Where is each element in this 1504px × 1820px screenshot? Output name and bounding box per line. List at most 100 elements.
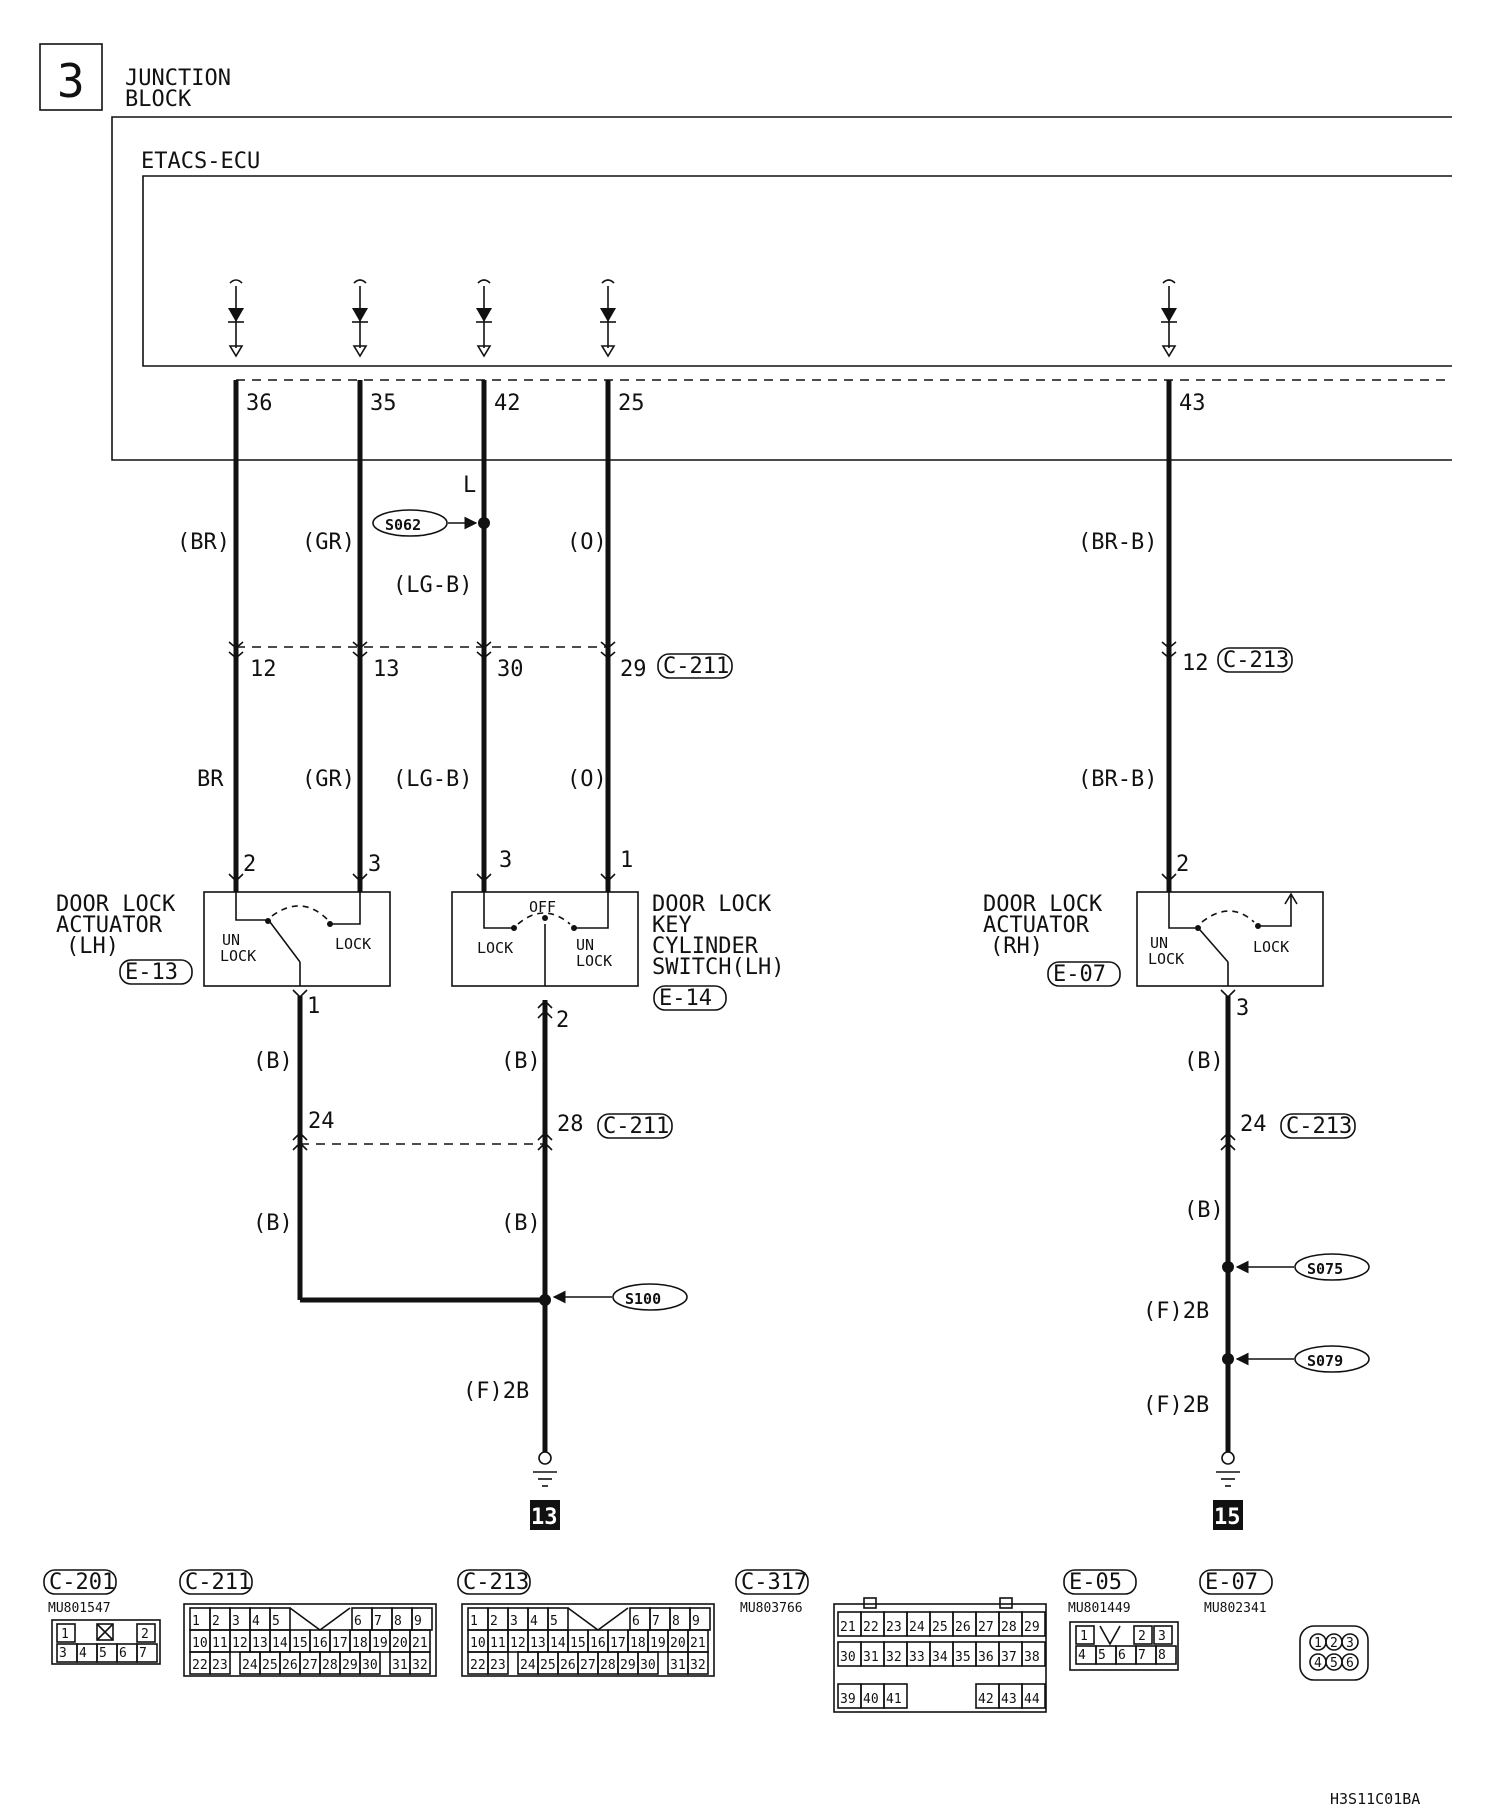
e05-pin-label: 4 (1078, 1648, 1086, 1663)
c211-pin-28: 28 (557, 1112, 584, 1137)
door-lock-actuator-lh: DOOR LOCK ACTUATOR (LH) E-13 2 3 UN LOCK… (56, 852, 391, 1019)
splice-s079-node (1222, 1353, 1234, 1365)
svg-text:MU803766: MU803766 (740, 1601, 803, 1616)
c213-pin-label: 22 (470, 1658, 486, 1673)
actuator-lh-pin-3: 3 (368, 852, 381, 877)
key-switch-off: OFF (529, 898, 556, 916)
c213-pin-label: 8 (672, 1614, 680, 1629)
junction-block-label-1: JUNCTION (125, 66, 231, 91)
ground-13-symbol (533, 1451, 557, 1487)
splice-s100-label: S100 (625, 1290, 661, 1308)
actuator-lh-title-3: (LH) (66, 934, 119, 959)
c211-pin-13: 13 (373, 657, 400, 682)
c211-pin-24: 24 (308, 1109, 335, 1134)
ground-point-15: 15 (1214, 1505, 1241, 1530)
splice-s075-node (1222, 1261, 1234, 1273)
key-switch-title-1: DOOR LOCK (652, 892, 772, 917)
c213-pin-label: 30 (640, 1658, 656, 1673)
c213-ref-upper: C-213 (1223, 648, 1289, 673)
e07-pin-label: 6 (1346, 1656, 1354, 1671)
c211-pin-label: 6 (354, 1614, 362, 1629)
c213-pin (637, 1651, 659, 1675)
component-terminal-marks (228, 873, 1177, 883)
c211-pin-label: 7 (374, 1614, 382, 1629)
e14-ref: E-14 (659, 986, 712, 1011)
c201-pin-label: 6 (119, 1646, 127, 1661)
c213-pin-label: 25 (540, 1658, 556, 1673)
c317-pin-label: 35 (955, 1650, 971, 1665)
c317-pin-label: 37 (1001, 1650, 1017, 1665)
splice-s100-node (539, 1294, 551, 1306)
key-switch-title-3: CYLINDER (652, 934, 759, 959)
wire-f2b-rh-2: (F)2B (1143, 1393, 1209, 1418)
c211-pin-12: 12 (250, 657, 277, 682)
e07-ref: E-07 (1053, 962, 1106, 987)
c211-pin-label: 32 (412, 1658, 428, 1673)
e05-pin-label: 5 (1098, 1648, 1106, 1663)
c211-pin-label: 11 (212, 1636, 228, 1651)
c211-ref-tag-upper (657, 653, 733, 679)
splice-s079-tag (1294, 1345, 1370, 1373)
wire-color-b-rh: (B) (1184, 1049, 1224, 1074)
c317-pin (1021, 1683, 1046, 1709)
key-switch-pin-3: 3 (499, 848, 512, 873)
connector-c211-upper-marks (228, 641, 1177, 660)
e05-pin-label: 8 (1158, 1648, 1166, 1663)
c213-pin-label: 14 (550, 1636, 566, 1651)
c317-pin-label: 31 (863, 1650, 879, 1665)
ground-point-15-box (1213, 1500, 1243, 1530)
e13-ref: E-13 (125, 960, 178, 985)
svg-text:MU801449: MU801449 (1068, 1601, 1131, 1616)
c211-pin-label: 29 (342, 1658, 358, 1673)
c213-ref-tag-lower (1280, 1113, 1356, 1139)
key-switch-unlock: LOCK (576, 952, 612, 970)
splice-s079-label: S079 (1307, 1352, 1343, 1370)
wire-color-lg-b: (LG-B) (393, 573, 472, 598)
e07-ref-tag (1047, 961, 1121, 987)
c317-pin-label: 24 (909, 1620, 925, 1635)
c317-pin-label: 29 (1024, 1620, 1040, 1635)
e07-pin-label: 3 (1346, 1636, 1354, 1651)
c211-pin-label: 27 (302, 1658, 318, 1673)
c211-pin (359, 1651, 381, 1675)
c213-pin-label: 4 (530, 1614, 538, 1629)
c317-pin-label: 43 (1001, 1692, 1017, 1707)
svg-text:E-07: E-07 (1205, 1570, 1258, 1595)
c213-pin (687, 1651, 709, 1675)
door-lock-actuator-rh: DOOR LOCK ACTUATOR (RH) E-07 2 UN LOCK L… (983, 852, 1324, 1021)
c213-pin-label: 16 (590, 1636, 606, 1651)
c211-pin-label: 2 (212, 1614, 220, 1629)
actuator-rh-unlock: LOCK (1148, 950, 1184, 968)
c213-pin-label: 13 (530, 1636, 546, 1651)
actuator-rh-title-3: (RH) (990, 934, 1043, 959)
svg-text:1: 1 (1080, 1629, 1088, 1644)
c213-pin-label: 32 (690, 1658, 706, 1673)
ecu-diode-43 (1161, 279, 1177, 358)
c317-pin-label: 33 (909, 1650, 925, 1665)
c213-ref-tag-upper (1217, 647, 1293, 673)
c317-pin-label: 41 (886, 1692, 902, 1707)
ecu-pin-35: 35 (370, 391, 397, 416)
c213-pin-label: 23 (490, 1658, 506, 1673)
ecu-outline (142, 175, 1452, 367)
wire-color-gr-lower: (GR) (302, 767, 355, 792)
wire-color-br-b: (BR-B) (1078, 530, 1157, 555)
c211-pin-label: 3 (232, 1614, 240, 1629)
e07-pin-label: 5 (1330, 1656, 1338, 1671)
svg-text:2: 2 (141, 1627, 149, 1642)
svg-text:E-05: E-05 (1069, 1570, 1122, 1595)
wire-color-br-b-lower: (BR-B) (1078, 767, 1157, 792)
c213-pin-12: 12 (1182, 651, 1209, 676)
c213-pin-label: 3 (510, 1614, 518, 1629)
c317-pin-label: 34 (932, 1650, 948, 1665)
c211-ref-upper: C-211 (663, 654, 729, 679)
ecu-pin-36: 36 (246, 391, 273, 416)
c211-pin-label: 22 (192, 1658, 208, 1673)
ecu-pin-42: 42 (494, 391, 521, 416)
c211-pin-label: 23 (212, 1658, 228, 1673)
wire-color-o: (O) (567, 530, 607, 555)
c317-pin-label: 39 (840, 1692, 856, 1707)
